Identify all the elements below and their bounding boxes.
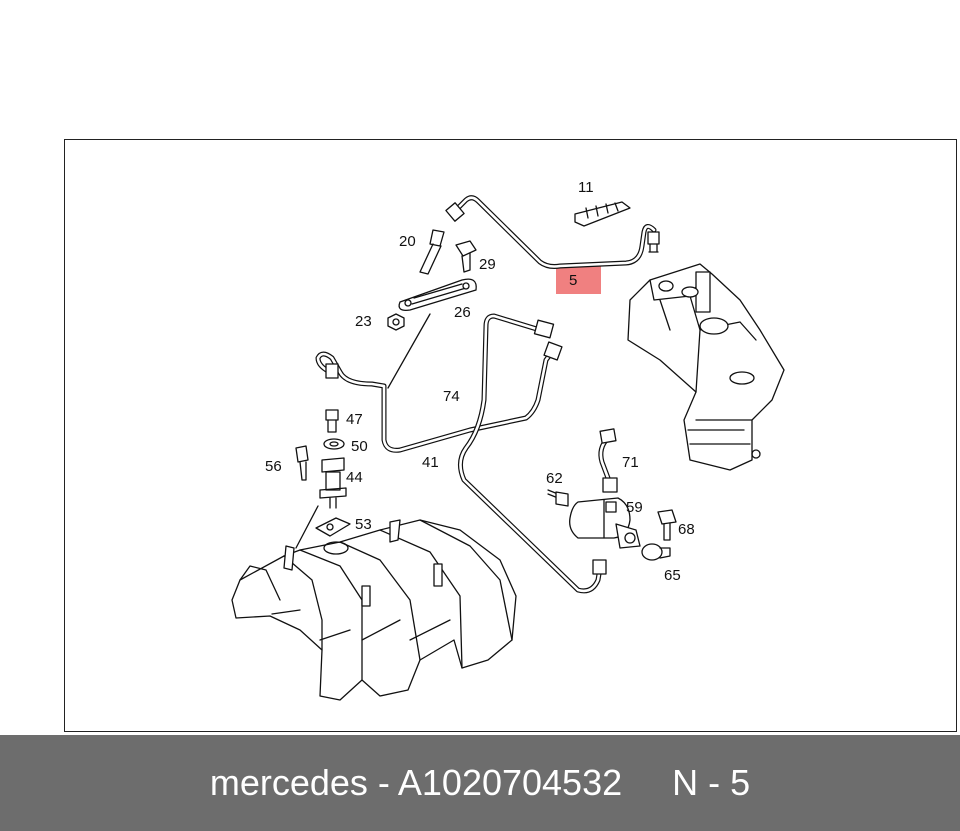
label-part-23: 23 (355, 313, 372, 330)
bolt-56 (295, 445, 309, 481)
label-part-26: 26 (454, 304, 471, 321)
fuel-line-5 (445, 195, 660, 269)
label-part-65: 65 (664, 567, 681, 584)
label-part-53: 53 (355, 516, 372, 533)
label-part-50: 50 (351, 438, 368, 455)
label-part-62: 62 (546, 470, 563, 487)
label-part-44: 44 (346, 469, 363, 486)
label-part-71: 71 (622, 454, 639, 471)
gasket-53 (315, 517, 351, 537)
clamp-65 (641, 543, 671, 561)
pressure-regulator-59 (569, 497, 641, 549)
leader-26 (387, 313, 431, 389)
label-part-47: 47 (346, 411, 363, 428)
clip-11 (574, 201, 631, 227)
screw-47 (325, 409, 339, 433)
label-part-5[interactable]: 5 (569, 272, 577, 289)
label-part-29: 29 (479, 256, 496, 273)
throttle-body-assembly (627, 263, 785, 471)
label-part-74: 74 (443, 388, 460, 405)
label-part-20: 20 (399, 233, 416, 250)
fuel-line-41 (315, 341, 563, 453)
parts-diagram: 11 20 29 5 23 26 74 47 50 56 44 41 71 62… (231, 179, 785, 701)
footer-bar: mercedes - A1020704532 N - 5 (0, 735, 960, 831)
nut-23 (387, 313, 405, 331)
screw-68 (657, 509, 677, 541)
fuel-line-71 (598, 428, 618, 493)
valve-44 (319, 457, 347, 509)
footer-part-number-text: mercedes - A1020704532 N - 5 (209, 762, 751, 803)
label-part-68: 68 (678, 521, 695, 538)
fuel-line-74 (458, 313, 607, 594)
bracket-26 (398, 278, 477, 311)
label-part-56: 56 (265, 458, 282, 475)
highlight-part-5[interactable] (556, 264, 601, 294)
leader-53 (295, 505, 319, 549)
label-part-59: 59 (626, 499, 643, 516)
bolt-20 (419, 229, 445, 275)
screw-29 (455, 240, 477, 273)
label-part-11: 11 (578, 179, 594, 196)
screw-62 (547, 489, 569, 507)
washer-50 (323, 438, 345, 450)
label-part-41: 41 (422, 454, 439, 471)
intake-manifold (231, 519, 517, 701)
